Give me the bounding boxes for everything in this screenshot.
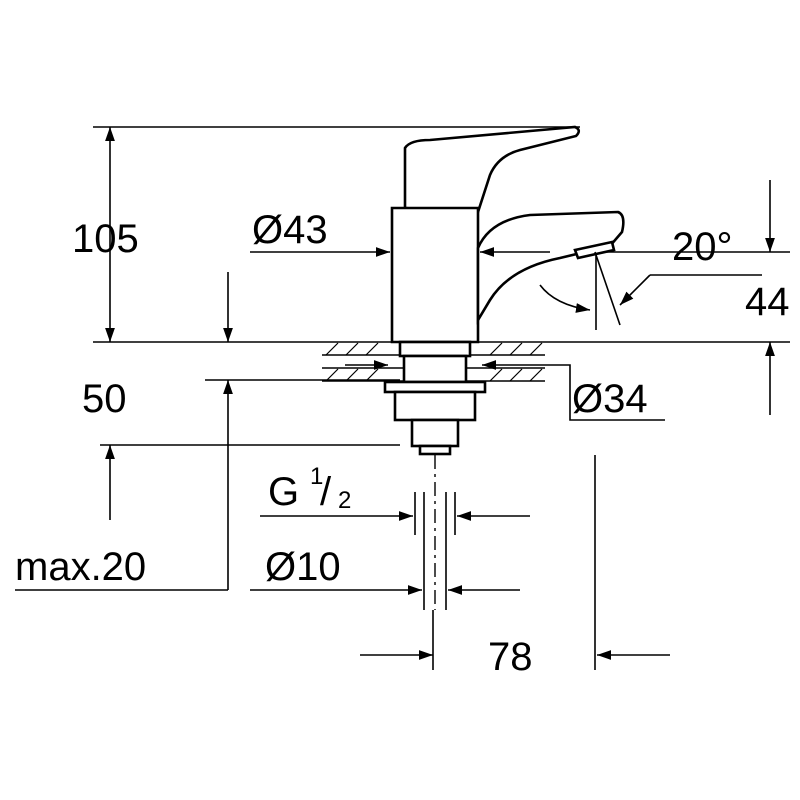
- dim-spout-height: 44: [745, 280, 790, 324]
- dim-body-diameter: Ø43: [252, 208, 328, 252]
- dim-shank-length: 50: [82, 377, 127, 421]
- dim-projection: 78: [488, 635, 533, 679]
- dim-max-deck-thickness: max.20: [15, 545, 146, 589]
- dim-thread-slash: /: [320, 470, 332, 514]
- dim-pipe-diameter: Ø10: [265, 545, 341, 589]
- dim-thread-denominator: 2: [338, 487, 351, 514]
- dim-thread-g: G: [268, 470, 299, 514]
- dim-hole-diameter: Ø34: [572, 377, 648, 421]
- dim-height-total: 105: [72, 217, 139, 261]
- dim-thread-numerator: 1: [310, 463, 323, 490]
- dimension-arrows: [105, 127, 775, 670]
- reference-lines: [15, 126, 790, 670]
- faucet-outline: [383, 125, 625, 610]
- dim-spout-angle: 20°: [672, 225, 733, 269]
